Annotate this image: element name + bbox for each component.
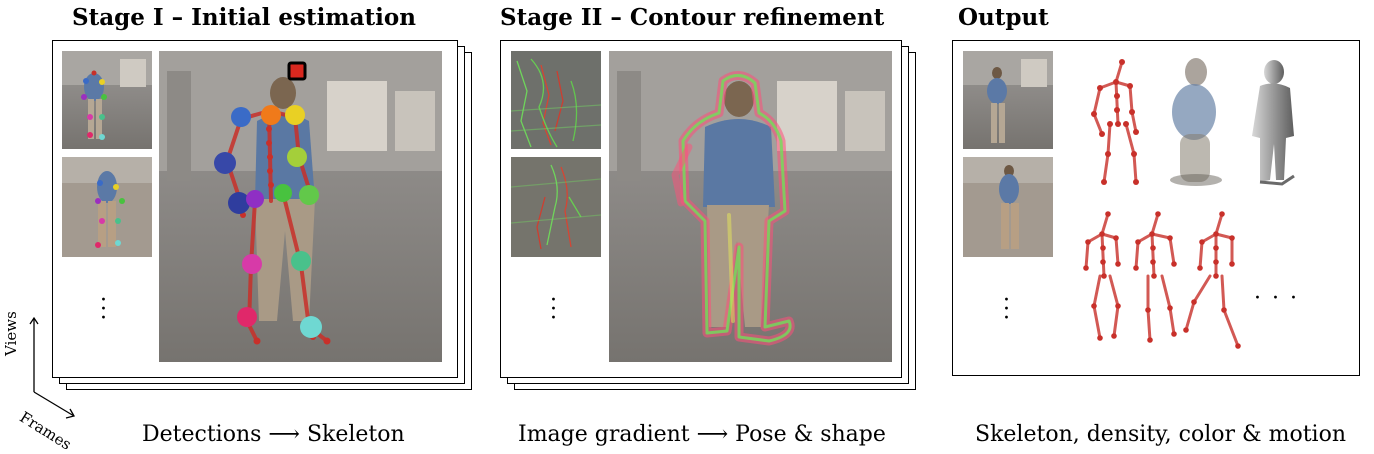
output-motion-skeletons <box>1083 211 1241 349</box>
views-axis-label: Views <box>2 311 20 356</box>
output-density-figure <box>1170 58 1222 186</box>
stage2-caption: Image gradient ⟶ Pose & shape <box>518 422 886 447</box>
output-thumb-view2 <box>963 157 1053 257</box>
output-horizontal-ellipsis: · · · <box>1254 286 1299 311</box>
stage1-vertical-ellipsis: ··· <box>100 288 107 331</box>
stage1-caption: Detections ⟶ Skeleton <box>142 422 405 447</box>
stage2-thumb-view1 <box>511 51 601 149</box>
stage2-thumb-view2 <box>511 157 601 257</box>
output-shape-figure <box>1252 60 1295 186</box>
stage2-title: Stage II – Contour refinement <box>500 4 885 31</box>
stage2-main-image <box>609 51 892 362</box>
output-title: Output <box>958 4 1049 31</box>
output-caption: Skeleton, density, color & motion <box>975 422 1346 447</box>
stage1-thumb-view2 <box>62 157 152 257</box>
stage1-thumb-view1 <box>62 51 152 149</box>
output-thumb-view1 <box>963 51 1053 149</box>
views-frames-axes <box>29 316 75 419</box>
output-skeleton <box>1091 59 1139 185</box>
output-vertical-ellipsis: ··· <box>1003 288 1010 331</box>
stage2-vertical-ellipsis: ··· <box>550 288 557 331</box>
stage1-main-image <box>159 51 442 362</box>
stage1-title: Stage I – Initial estimation <box>72 4 416 31</box>
